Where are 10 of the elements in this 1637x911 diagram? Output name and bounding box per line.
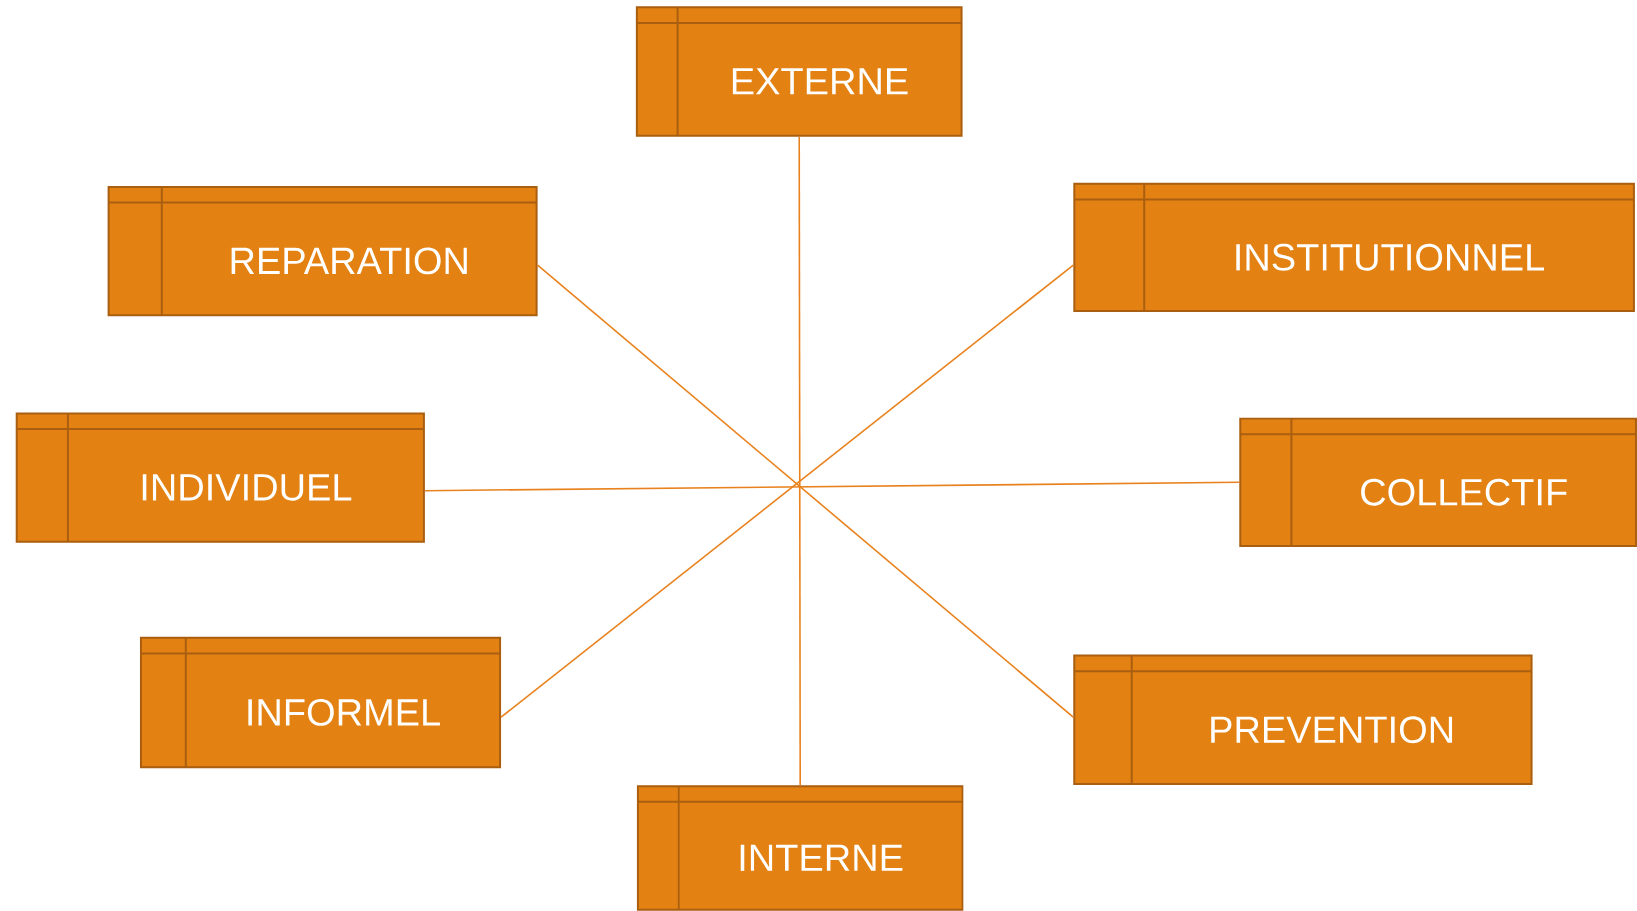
- table-box: INFORMEL: [139, 636, 502, 769]
- table-box: INDIVIDUEL: [15, 412, 425, 543]
- table-box: REPARATION: [107, 185, 538, 317]
- connector-line: [424, 481, 1241, 492]
- connector-line: [798, 135, 801, 786]
- table-box: INSTITUTIONNEL: [1073, 182, 1635, 313]
- table-box: EXTERNE: [635, 6, 963, 137]
- table-box: COLLECTIF: [1239, 417, 1637, 547]
- table-box: PREVENTION: [1073, 654, 1533, 785]
- table-box: INTERNE: [636, 785, 964, 911]
